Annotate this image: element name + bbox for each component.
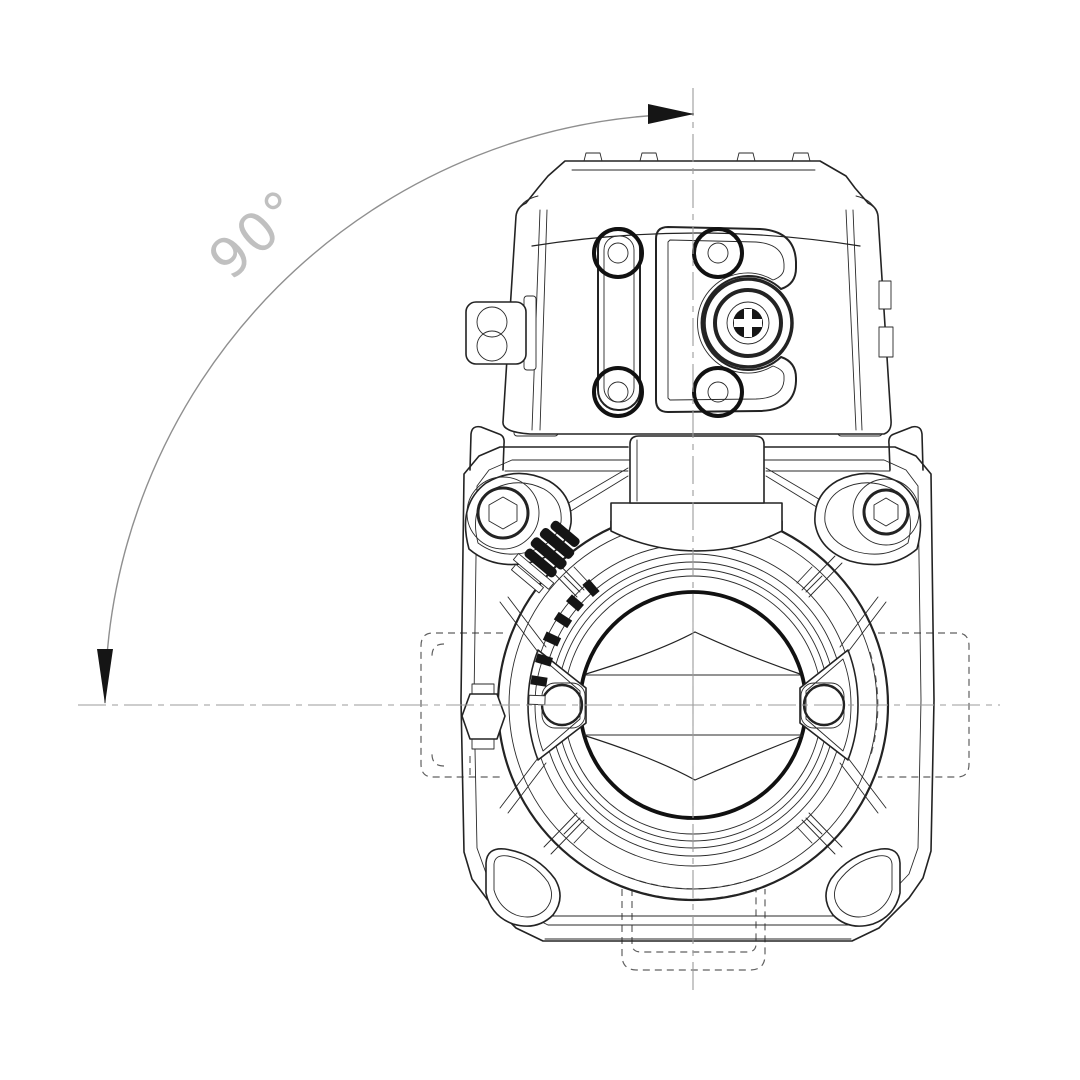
arrowhead-bottom-icon <box>97 649 113 704</box>
actuator-housing <box>502 160 892 435</box>
panel-screw <box>692 366 744 418</box>
top-tab <box>639 152 659 162</box>
panel-screw <box>692 227 744 279</box>
body-ear-right <box>888 425 924 471</box>
top-tab <box>736 152 756 162</box>
body-ear-left <box>469 425 505 471</box>
actuator <box>465 152 894 437</box>
mounting-bracket <box>610 435 783 552</box>
hex-socket-icon <box>873 497 899 527</box>
centerlines <box>78 88 1000 995</box>
m12-connector <box>702 277 794 369</box>
side-tab <box>878 280 892 310</box>
top-tab <box>791 152 811 162</box>
body-outline <box>460 446 935 942</box>
side-tab <box>878 326 894 358</box>
corner-bolt-top-right <box>814 472 922 566</box>
butterfly-disc <box>583 596 803 814</box>
cable-gland <box>465 295 537 371</box>
corner-pocket-bottom-left <box>485 847 561 927</box>
panel-handle <box>655 226 797 413</box>
grease-fitting <box>510 520 580 594</box>
body-inner-outline <box>473 459 922 926</box>
rotation-angle-label: 90° <box>197 177 315 292</box>
top-tab <box>583 152 603 162</box>
clamp-band-segments <box>528 579 600 706</box>
corner-pocket-bottom-right <box>825 847 901 927</box>
bracket-plate <box>629 435 765 504</box>
ring-notches <box>563 566 823 844</box>
corner-bolt-top-left <box>464 472 572 566</box>
bracket-base <box>610 502 783 552</box>
hex-socket-icon <box>488 496 518 530</box>
panel-screw <box>592 227 644 279</box>
arrowhead-top-icon <box>648 104 694 124</box>
panel-screw <box>592 366 644 418</box>
rotation-arc <box>104 113 695 704</box>
